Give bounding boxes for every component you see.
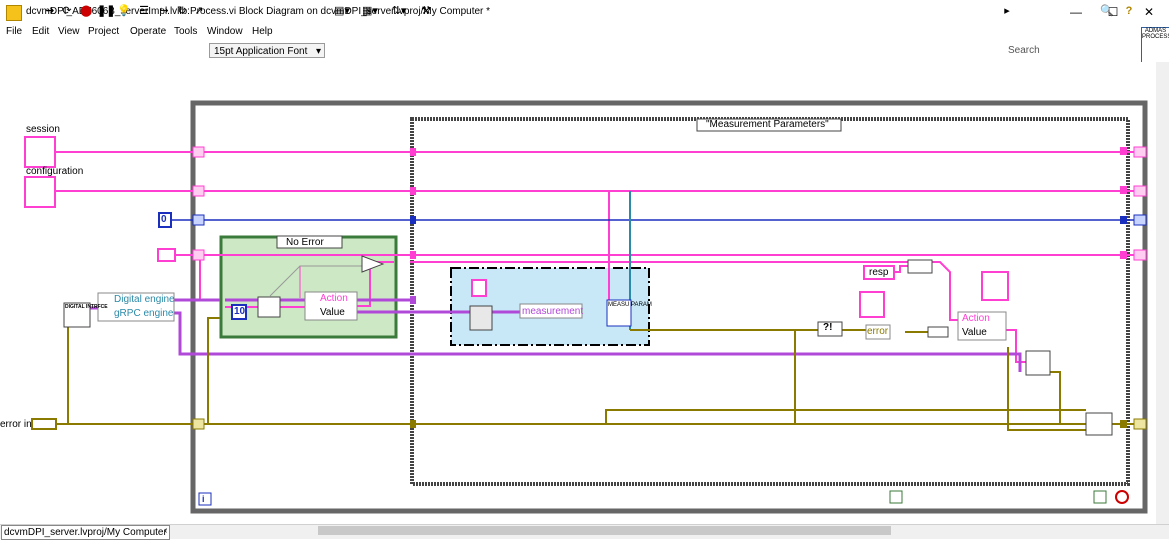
highlight-execution-icon[interactable]: 💡 [117, 5, 131, 17]
search-placeholder: Search [1008, 45, 1040, 56]
convert-node[interactable] [927, 326, 949, 338]
configuration-terminal[interactable] [24, 176, 56, 208]
iteration-constant[interactable] [231, 304, 247, 320]
action-label-2: Action [962, 313, 990, 324]
abort-icon[interactable]: ⬤ [80, 5, 93, 17]
run-arrow-icon[interactable]: ➜ [45, 5, 55, 17]
case-selector[interactable] [696, 118, 842, 132]
vi-icon[interactable]: ADMAS PROCESS [1141, 27, 1169, 63]
digital-engine-label: Digital engine [114, 294, 175, 305]
grpc-engine-label: gRPC engine [114, 308, 174, 319]
measurement-node[interactable] [519, 303, 583, 319]
string-constant[interactable] [157, 248, 176, 262]
clean-up-diagram-icon[interactable]: ⚒ [421, 5, 431, 17]
check-label: ?! [823, 322, 833, 333]
window-title: dcvmDPI_AD7606B_serverImpl.lvlib:Process… [26, 6, 491, 17]
stop-constant-icon[interactable] [1093, 490, 1107, 504]
resp-constant[interactable] [863, 265, 895, 280]
menu-operate[interactable]: Operate [130, 26, 167, 37]
search-icon[interactable]: 🔍 [1100, 5, 1114, 17]
menu-project[interactable]: Project [88, 26, 120, 37]
grpc-engine-wire [174, 311, 1022, 372]
action-label-1: Action [320, 293, 348, 304]
chevron-down-icon: ▾ [315, 46, 321, 57]
merge-errors-node[interactable] [1085, 412, 1113, 436]
session-terminal[interactable] [24, 136, 56, 168]
bundle-node[interactable] [1025, 350, 1051, 376]
labview-app-icon [6, 5, 22, 21]
context-help-button[interactable]: ? [1125, 5, 1133, 17]
build-node[interactable] [859, 291, 885, 318]
search-input[interactable]: Search [1008, 43, 1118, 58]
minimize-button[interactable]: — [1070, 5, 1082, 19]
action-value-bundle-2[interactable] [957, 311, 1007, 341]
loop-index-label: i [202, 494, 205, 504]
digital-interface-subvi[interactable] [63, 302, 91, 328]
get-engine-node[interactable] [469, 305, 493, 331]
vi-icon-text: ADMAS PROCESS [1142, 28, 1169, 40]
menu-help[interactable]: Help [252, 26, 273, 37]
while-loop-border[interactable] [190, 100, 1148, 514]
align-objects-icon[interactable]: ▤▾ [334, 5, 350, 17]
error-case-selector[interactable] [276, 235, 343, 249]
value-label-1: Value [320, 307, 345, 318]
run-continuously-icon[interactable]: ⟳ [62, 5, 72, 17]
loop-stop-false-icon[interactable] [889, 490, 903, 504]
numeric-constant[interactable] [158, 212, 172, 228]
reorder-icon[interactable]: ⇅▾ [391, 5, 407, 17]
action-value-bundle-1[interactable] [304, 291, 358, 321]
select-node[interactable] [361, 255, 385, 273]
maximize-button[interactable]: ☐ [1107, 5, 1119, 19]
menu-edit[interactable]: Edit [32, 26, 50, 37]
loop-tunnels [192, 146, 1147, 430]
block-diagram-canvas[interactable]: session configuration 0 error in Digital… [0, 62, 1156, 524]
error-unbundle-node[interactable] [865, 324, 891, 340]
title-bar: dcvmDPI_AD7606B_serverImpl.lvlib:Process… [0, 0, 1169, 24]
response-subvi[interactable] [981, 271, 1009, 301]
menu-view[interactable]: View [58, 26, 80, 37]
case-selector-label[interactable]: "Measurement Parameters" [706, 119, 829, 130]
configuration-label: configuration [26, 166, 84, 177]
vertical-scrollbar[interactable] [1156, 62, 1169, 524]
font-select-value: 15pt Application Font [214, 46, 308, 57]
scroll-left-icon[interactable]: ‹ [164, 525, 168, 536]
block-diagram-wires [24, 100, 1148, 514]
close-button[interactable]: ✕ [1143, 5, 1155, 19]
measurement-label: measurement [522, 306, 584, 317]
concat-node[interactable] [907, 259, 933, 274]
digital-interface-label: DIGITAL INTRFCE [65, 304, 108, 310]
step-into-icon[interactable]: ↪ [159, 5, 169, 17]
error-label: error [867, 326, 889, 337]
meas-param-subvi[interactable] [606, 299, 632, 327]
check-node[interactable] [817, 321, 843, 337]
font-select[interactable]: 15pt Application Font ▾ [209, 43, 325, 58]
resp-label: resp [869, 267, 889, 278]
menu-bar: File Edit View Project Operate Tools Win… [0, 24, 1169, 40]
session-label: session [26, 124, 60, 135]
step-out-icon[interactable]: ↗ [194, 5, 204, 17]
error-in-terminal[interactable] [31, 418, 57, 430]
unbundle-by-name-node[interactable] [97, 292, 175, 322]
iteration-constant-value: 10 [234, 306, 246, 317]
retain-wire-values-icon[interactable]: ☰ [139, 5, 149, 17]
toolbar [0, 40, 1169, 63]
loop-iteration-terminal [198, 492, 212, 506]
error-case-label[interactable]: No Error [286, 237, 324, 248]
error-in-label: error in [0, 419, 32, 430]
value-label-2: Value [962, 327, 987, 338]
menu-window[interactable]: Window [207, 26, 243, 37]
numeric-constant-value: 0 [161, 214, 167, 225]
ref-node[interactable] [471, 279, 487, 297]
meas-param-label: MEASU PARAM [608, 302, 652, 308]
unbundle-node[interactable] [257, 296, 281, 318]
menu-tools[interactable]: Tools [174, 26, 198, 37]
horizontal-scrollbar-thumb[interactable] [318, 526, 891, 535]
loop-condition-icon[interactable] [1115, 490, 1129, 504]
menu-file[interactable]: File [6, 26, 23, 37]
search-expand-icon[interactable]: ▸ [1004, 5, 1010, 17]
distribute-objects-icon[interactable]: ▦▾ [362, 5, 378, 17]
step-over-icon[interactable]: ↻ [177, 5, 187, 17]
pause-icon[interactable]: ❚❚ [97, 5, 116, 17]
